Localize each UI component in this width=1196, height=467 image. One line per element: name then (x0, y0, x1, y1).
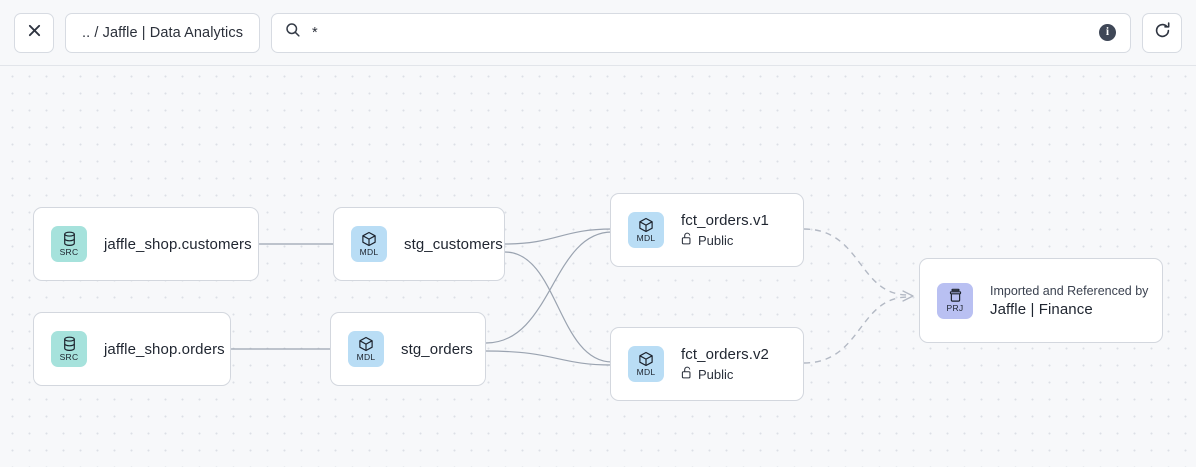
node-body: stg_orders (401, 341, 473, 358)
edge-solid (504, 228, 613, 245)
badge-label: SRC (59, 247, 79, 258)
cube-icon (638, 217, 654, 233)
badge-src: SRC (51, 331, 87, 367)
edge-dashed (803, 296, 909, 364)
node-title: jaffle_shop.customers (104, 235, 252, 253)
close-icon (27, 23, 42, 43)
badge-label: MDL (359, 247, 379, 258)
unlock-icon (681, 366, 693, 382)
node-stg-customers[interactable]: MDL stg_customers (333, 207, 505, 281)
badge-mdl: MDL (348, 331, 384, 367)
breadcrumb-label: .. / Jaffle | Data Analytics (82, 24, 244, 41)
cube-icon (638, 351, 654, 367)
node-jaffle-shop-customers[interactable]: SRC jaffle_shop.customers (33, 207, 259, 281)
node-fct-orders-v2[interactable]: MDL fct_orders.v2 Public (610, 327, 804, 401)
node-body: fct_orders.v2 Public (681, 346, 769, 382)
badge-label: MDL (356, 352, 376, 363)
node-body: fct_orders.v1 Public (681, 212, 769, 248)
node-kicker: Imported and Referenced by (990, 283, 1149, 298)
edge-solid (504, 251, 613, 363)
node-body: jaffle_shop.customers (104, 236, 252, 253)
badge-prj: PRJ (937, 282, 973, 319)
lineage-canvas[interactable]: SRC jaffle_shop.customers SRC jaffle_sh (0, 66, 1196, 467)
badge-label: MDL (636, 367, 656, 378)
node-title: fct_orders.v2 (681, 346, 770, 363)
database-icon (62, 336, 77, 352)
node-body: jaffle_shop.orders (104, 341, 225, 358)
node-body: stg_customers (404, 236, 503, 253)
badge-src: SRC (51, 226, 87, 262)
node-title: fct_orders.v1 (681, 212, 770, 229)
node-visibility: Public (681, 366, 769, 382)
node-stg-orders[interactable]: MDL stg_orders (330, 312, 486, 386)
top-toolbar: .. / Jaffle | Data Analytics i (0, 0, 1196, 66)
node-visibility-label: Public (698, 366, 734, 382)
node-visibility-label: Public (698, 232, 734, 248)
refresh-icon (1153, 21, 1172, 45)
node-jaffle-finance-project[interactable]: PRJ Imported and Referenced by Jaffle | … (919, 258, 1163, 343)
edge-solid (485, 350, 613, 366)
node-fct-orders-v1[interactable]: MDL fct_orders.v1 Public (610, 193, 804, 267)
badge-label: SRC (59, 352, 79, 363)
badge-mdl: MDL (628, 346, 664, 382)
search-input[interactable] (312, 13, 1088, 52)
node-jaffle-shop-orders[interactable]: SRC jaffle_shop.orders (33, 312, 231, 386)
node-title: stg_orders (401, 340, 473, 358)
unlock-icon (681, 232, 693, 248)
edge-arrowhead (902, 290, 914, 302)
search-bar[interactable]: i (271, 12, 1131, 53)
search-icon (285, 22, 301, 43)
database-icon (62, 231, 77, 247)
node-body: Imported and Referenced by Jaffle | Fina… (990, 284, 1148, 318)
node-title: jaffle_shop.orders (104, 340, 225, 358)
node-visibility: Public (681, 232, 769, 248)
badge-mdl: MDL (351, 226, 387, 262)
edge-dashed (803, 228, 909, 296)
badge-label: PRJ (946, 303, 964, 314)
refresh-button[interactable] (1142, 12, 1182, 53)
info-icon-label: i (1105, 25, 1110, 38)
badge-label: MDL (636, 233, 656, 244)
project-icon (948, 288, 963, 303)
node-title: Jaffle | Finance (990, 300, 1093, 318)
breadcrumb[interactable]: .. / Jaffle | Data Analytics (65, 12, 261, 53)
badge-mdl: MDL (628, 212, 664, 248)
cube-icon (358, 336, 374, 352)
cube-icon (361, 231, 377, 247)
info-icon[interactable]: i (1099, 24, 1116, 41)
node-title: stg_customers (404, 235, 503, 253)
close-button[interactable] (14, 12, 54, 53)
